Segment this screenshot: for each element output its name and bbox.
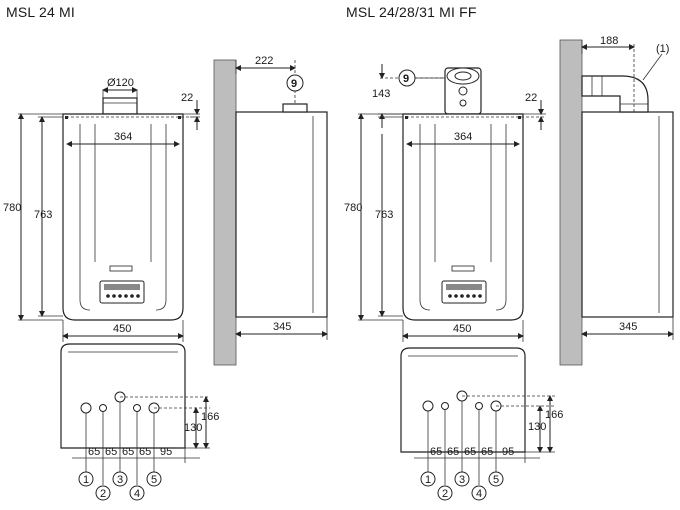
connection-5-ff: 5 [493,474,499,486]
left-dimensions: Ø120 22 364 780 763 450 [3,77,200,342]
dim-width-total-ff: 450 [453,323,471,335]
spacing-3: 65 [122,446,134,458]
connection-4-ff: 4 [476,488,482,500]
flue-collar [102,97,138,115]
spacing-1-ff: 65 [430,446,442,458]
wall [213,59,237,366]
spacing-5: 95 [160,446,172,458]
boiler-body [62,113,184,321]
spacing-1: 65 [88,446,100,458]
callout-9-ff [398,69,416,87]
spacing-2: 65 [105,446,117,458]
dim-top-gap: 22 [181,92,193,104]
dim-h2: 130 [184,422,202,434]
callout-9-label: 9 [291,78,297,90]
dim-h1: 166 [201,411,219,423]
right-bottom-view: 166 130 65 65 65 65 95 1 2 3 4 5 [400,347,563,501]
spacing-4-ff: 65 [481,446,493,458]
dim-height-total: 780 [3,202,21,214]
connection-1: 1 [83,474,89,486]
connection-3: 3 [117,474,123,486]
left-bottom-view: 166 130 65 65 65 65 95 1 2 3 4 5 [60,343,219,501]
right-front-view [380,67,546,321]
dim-width-total: 450 [113,323,131,335]
flue-collar-side [282,103,308,113]
spacing-3-ff: 65 [464,446,476,458]
connection-2-ff: 2 [442,488,448,500]
connection-1-ff: 1 [425,474,431,486]
spacing-5-ff: 95 [502,446,514,458]
connection-5: 5 [151,474,157,486]
callout-9-ff-label: 9 [403,73,409,85]
spacing-4: 65 [139,446,151,458]
right-side-view: (1) 188 345 [559,35,674,366]
right-title: MSL 24/28/31 MI FF [346,4,477,20]
dim-depth-ff: 345 [619,321,637,333]
dim-wall-offset-ff: 188 [600,35,618,47]
dim-top-gap-ff: 22 [525,92,537,104]
dim-depth: 345 [273,321,291,333]
brand-label [109,265,133,272]
connection-2: 2 [100,488,106,500]
dim-width-inner-ff: 364 [454,131,472,143]
dim-height-body: 763 [34,209,52,221]
boiler-side-ff [581,111,674,318]
callout-9 [286,74,304,92]
dim-height-total-ff: 780 [344,202,362,214]
flue-note: (1) [656,43,669,55]
left-front-view [62,97,190,321]
display [104,284,140,290]
left-title: MSL 24 MI [6,4,75,20]
dim-flue-height: 143 [372,88,390,100]
dim-height-body-ff: 763 [375,209,393,221]
left-side-view: 222 9 345 [213,55,328,366]
flue-elbow [581,75,649,113]
dim-flue-diameter: Ø120 [107,77,134,89]
boiler-body-ff [402,113,524,321]
dim-wall-offset: 222 [255,55,273,67]
connection-4: 4 [134,488,140,500]
spacing-2-ff: 65 [447,446,459,458]
right-dimensions: 143 9 22 364 780 763 450 [344,64,546,342]
connection-3-ff: 3 [459,474,465,486]
dim-h2-ff: 130 [528,421,546,433]
dim-width-inner: 364 [114,131,132,143]
brand-label-ff [451,265,475,272]
boiler-side [235,111,328,318]
dim-h1-ff: 166 [545,409,563,421]
wall-ff [559,39,583,366]
